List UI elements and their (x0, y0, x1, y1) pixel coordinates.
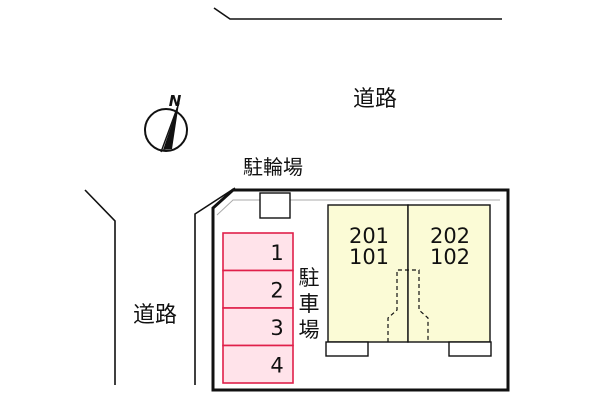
parking-label-char: 駐 (299, 266, 320, 290)
top-road-label: 道路 (353, 87, 397, 112)
bicycle-parking-box (259, 192, 291, 219)
parking-space-number: 1 (270, 241, 283, 265)
unit-right-lower: 102 (430, 245, 470, 269)
parking-space-number: 3 (270, 316, 283, 340)
unit-left-lower: 101 (349, 245, 389, 269)
parking-space-number: 2 (270, 278, 283, 302)
parking-label-char: 場 (299, 318, 320, 342)
parking-space-number: 4 (270, 353, 283, 377)
lot-inner-corner (216, 199, 500, 216)
compass-icon (144, 102, 188, 153)
parking-space-4 (222, 344, 294, 384)
parking-spaces: 1 2 3 4 (222, 232, 294, 384)
parking-label: 駐車場 (299, 266, 320, 342)
unit-right-upper: 202 (430, 224, 470, 248)
stair-dashed-outline (387, 269, 429, 342)
parking-space-3 (222, 307, 294, 347)
left-road-edge-outer (84, 189, 116, 385)
entry-step-right (448, 341, 492, 357)
parking-label-char: 車 (299, 292, 320, 316)
unit-left-upper: 201 (349, 224, 389, 248)
left-road-edge-inner (194, 187, 236, 385)
building (325, 204, 492, 357)
bicycle-parking-label: 駐輪場 (243, 155, 303, 179)
top-road-edge (213, 7, 502, 20)
entry-step-left (325, 341, 369, 357)
left-road-label: 道路 (133, 303, 177, 328)
compass-north-label: N (169, 92, 182, 110)
unit-right (407, 204, 491, 343)
